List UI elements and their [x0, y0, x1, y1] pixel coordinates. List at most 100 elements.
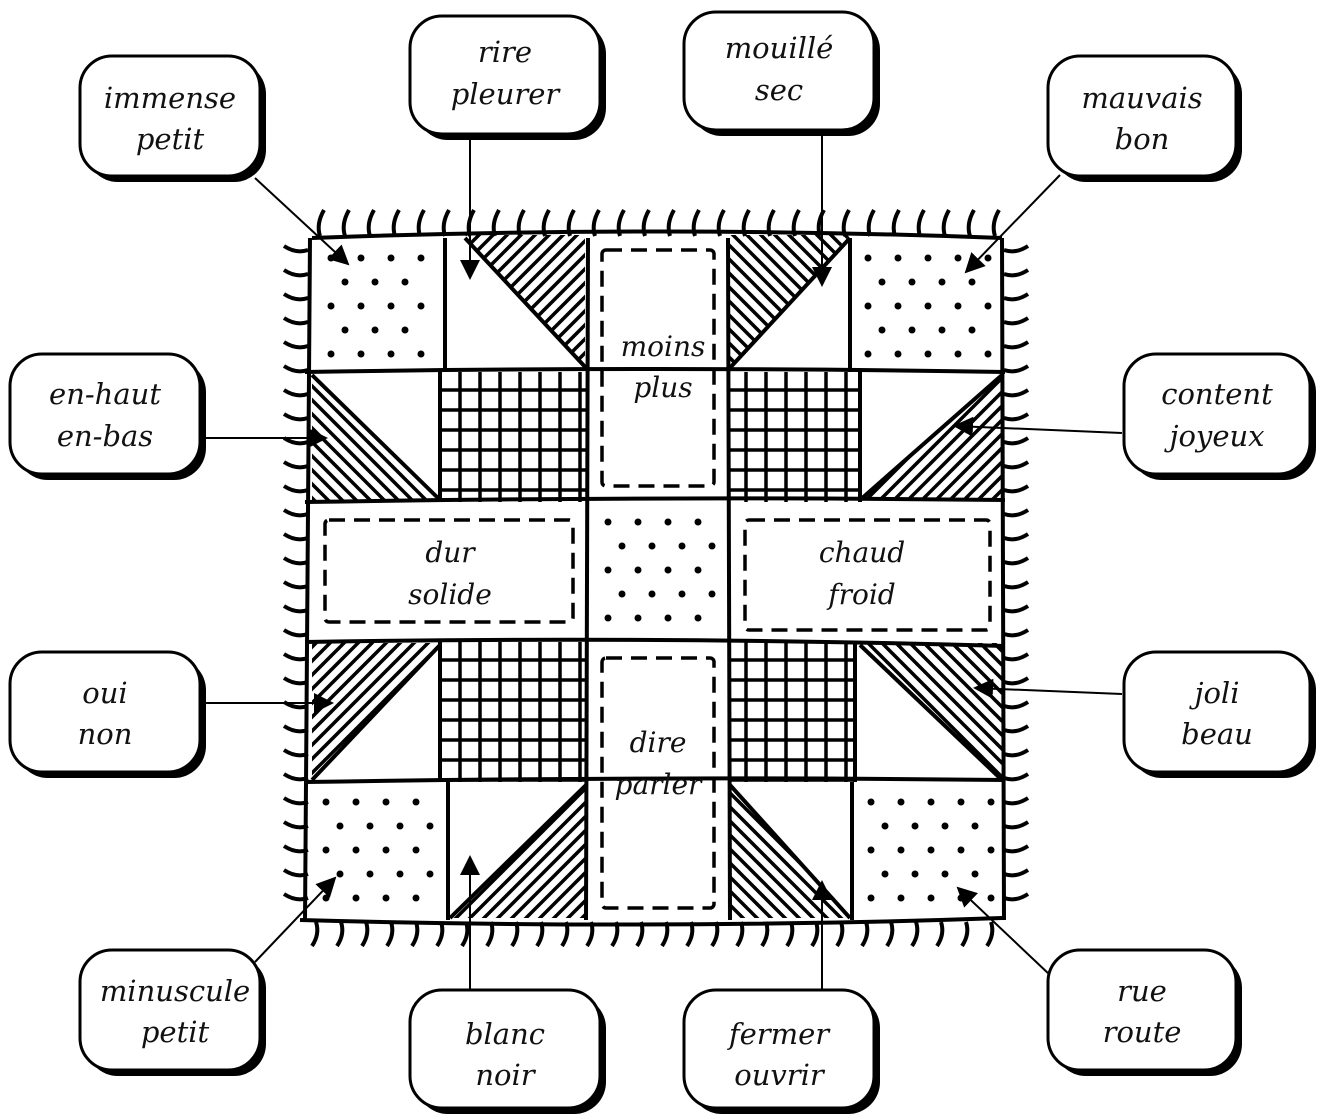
hatch-line: [999, 375, 1002, 500]
arrows: [205, 135, 1123, 998]
hatch-line: [728, 785, 791, 918]
dot: [867, 798, 875, 806]
dot: [694, 566, 702, 574]
label-bottom-mid-left: blanc noir: [408, 988, 606, 1114]
dot: [382, 846, 390, 854]
quilt-word-middle-right: chaud froid: [819, 536, 905, 611]
hatch-line: [312, 643, 419, 780]
dot: [396, 822, 404, 830]
stitch: [566, 209, 576, 237]
dot: [634, 614, 642, 622]
hatch-line: [450, 785, 585, 918]
dot: [987, 894, 995, 902]
dot: [396, 870, 404, 878]
dot: [897, 846, 905, 854]
hatch-line: [985, 375, 1002, 500]
stitch: [282, 388, 309, 398]
hatch-line: [863, 643, 1002, 780]
stitch: [591, 209, 601, 237]
dot: [412, 894, 420, 902]
dot: [938, 326, 946, 334]
dot: [382, 798, 390, 806]
stitch: [282, 316, 309, 326]
dot: [897, 798, 905, 806]
stitch: [335, 921, 345, 948]
stitch: [1003, 772, 1030, 782]
hatch-line: [465, 235, 556, 370]
stitch: [1003, 604, 1030, 614]
dot: [938, 278, 946, 286]
dot: [941, 822, 949, 830]
hatch-line: [782, 235, 850, 370]
stitch: [1003, 508, 1030, 518]
hatch-line: [214, 780, 356, 922]
stitch: [1003, 268, 1030, 278]
dot: [968, 326, 976, 334]
dot: [387, 350, 395, 358]
dot: [897, 894, 905, 902]
stitch: [1003, 340, 1030, 350]
hatch-line: [200, 780, 342, 922]
hatch-line: [728, 785, 847, 918]
hatch-line: [585, 640, 730, 785]
hatch-line: [312, 643, 440, 780]
dot: [401, 278, 409, 286]
hatch-line: [592, 780, 734, 922]
dot: [387, 254, 395, 262]
stitch: [1003, 580, 1030, 590]
dot: [322, 846, 330, 854]
dot: [352, 798, 360, 806]
stitch: [916, 209, 926, 237]
hatch-line: [728, 785, 763, 918]
label-right-upper-word-2: joyeux: [1163, 419, 1264, 453]
label-left-lower-word-2: non: [78, 717, 133, 751]
dot: [648, 542, 656, 550]
hatch-line: [599, 640, 744, 785]
hatch-line: [957, 375, 1002, 500]
dot: [417, 302, 425, 310]
dot: [941, 870, 949, 878]
dot: [984, 302, 992, 310]
dot: [648, 590, 656, 598]
hatch-line: [728, 235, 763, 370]
stitch: [1003, 532, 1030, 542]
stitch: [666, 209, 676, 237]
stitch: [282, 460, 309, 470]
label-top-left-word-1: immense: [104, 81, 236, 115]
stitch: [1003, 316, 1030, 326]
stitch: [460, 921, 470, 948]
arrow-top-left: [254, 177, 350, 266]
dot: [927, 798, 935, 806]
stitch: [1003, 436, 1030, 446]
dot: [908, 278, 916, 286]
hatch-line: [312, 643, 391, 780]
hatch-line: [891, 643, 1002, 780]
stitch: [282, 580, 309, 590]
dot: [987, 798, 995, 806]
stitch: [691, 209, 701, 237]
label-top-mid-left-word-1: rire: [478, 35, 532, 69]
stitch: [282, 412, 309, 422]
stitch: [1003, 724, 1030, 734]
stitch: [282, 340, 309, 350]
stitch: [416, 209, 426, 237]
hatch-line: [478, 785, 585, 918]
hatch-line: [860, 375, 984, 500]
hatch-line: [534, 785, 585, 918]
hatch-line: [728, 235, 847, 370]
dot: [357, 350, 365, 358]
dot: [322, 798, 330, 806]
label-top-mid-right: mouillé sec: [682, 10, 880, 136]
hatch-line: [465, 235, 528, 370]
dot: [881, 822, 889, 830]
dot: [417, 350, 425, 358]
stitch: [366, 209, 376, 237]
label-bottom-left-word-2: petit: [141, 1015, 210, 1049]
hatch-line: [312, 375, 349, 500]
hatch-line: [838, 235, 850, 370]
stitch: [860, 921, 870, 948]
dot: [894, 350, 902, 358]
label-top-mid-left: rire pleurer: [408, 14, 606, 140]
stitch: [282, 436, 309, 446]
stitch: [282, 604, 309, 614]
